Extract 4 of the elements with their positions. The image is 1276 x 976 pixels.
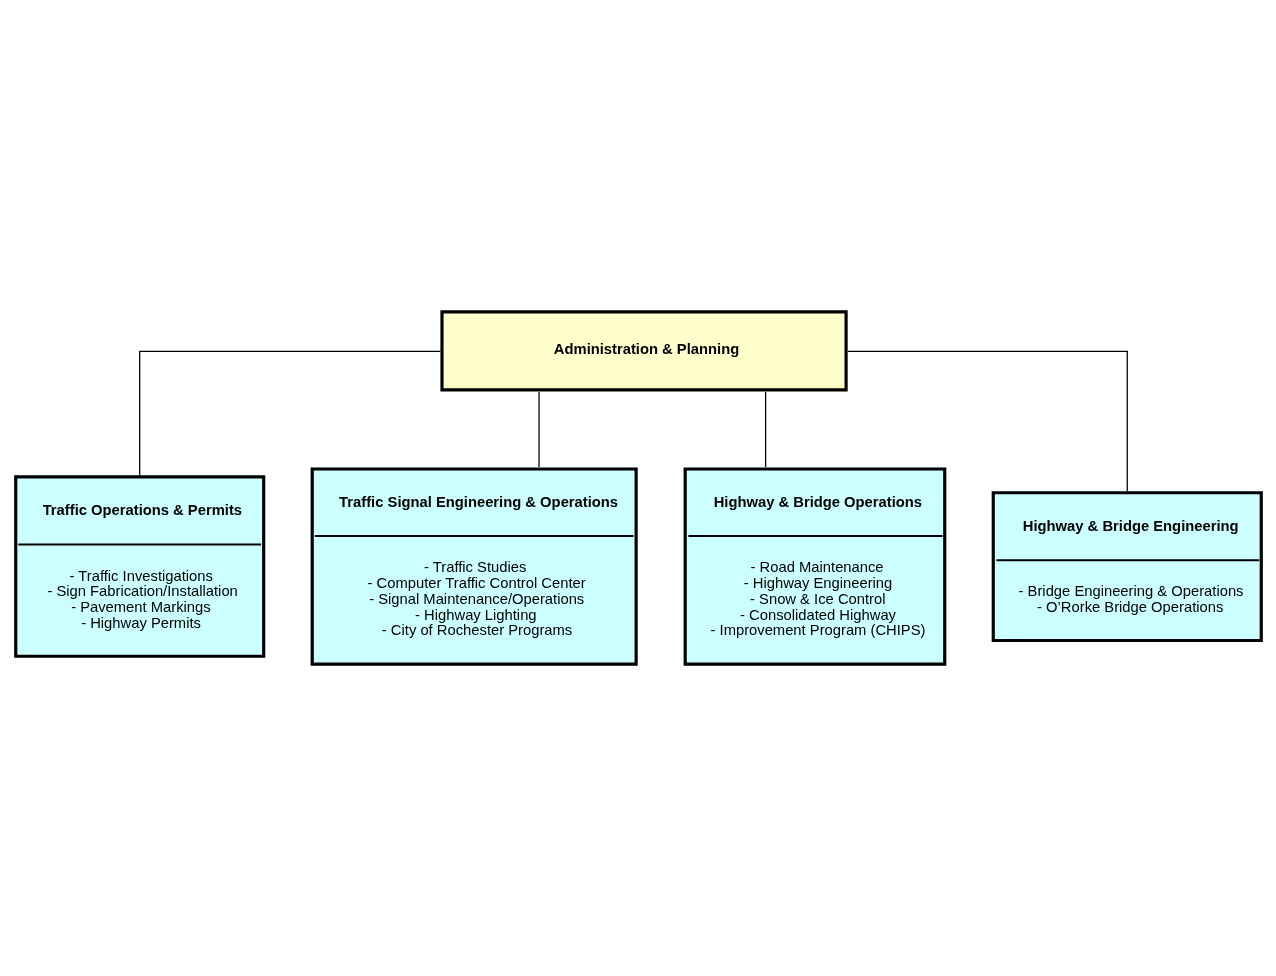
- connector: [846, 350, 1128, 492]
- connector: [537, 391, 540, 468]
- connector: [764, 391, 766, 468]
- connector: [138, 350, 441, 476]
